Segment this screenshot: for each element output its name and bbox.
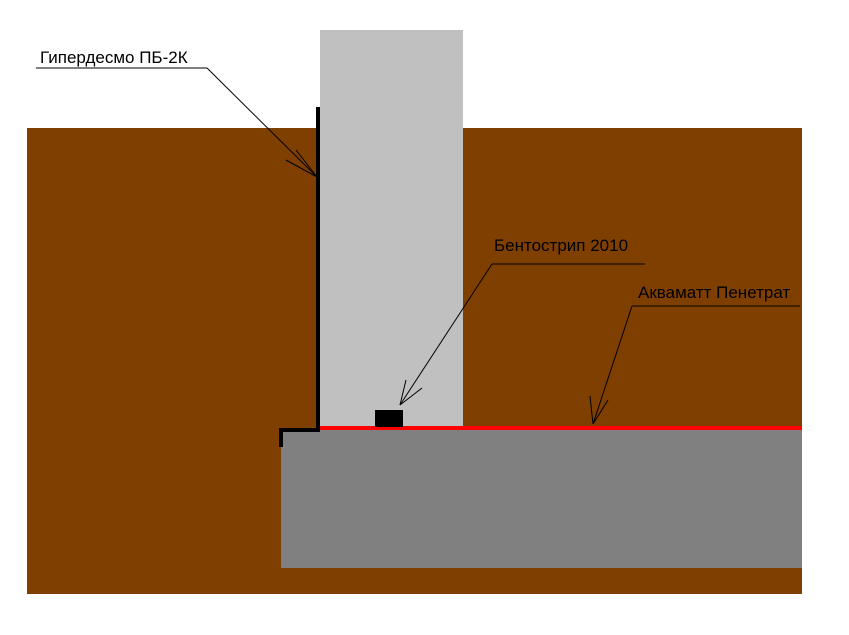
concrete-wall [320,30,463,428]
leader-bentostrip [399,263,645,406]
label-akvamat: Акваматт Пенетрат [638,283,790,302]
leader-akvamat [589,305,800,425]
bentostrip-block [375,410,403,427]
hyperdesmo-membrane [279,107,320,447]
label-bentostrip: Бентострип 2010 [494,236,628,255]
label-hyperdesmo: Гипердесмо ПБ-2К [40,48,188,67]
leader-hyperdesmo [36,67,318,178]
foundation-slab [281,430,802,568]
